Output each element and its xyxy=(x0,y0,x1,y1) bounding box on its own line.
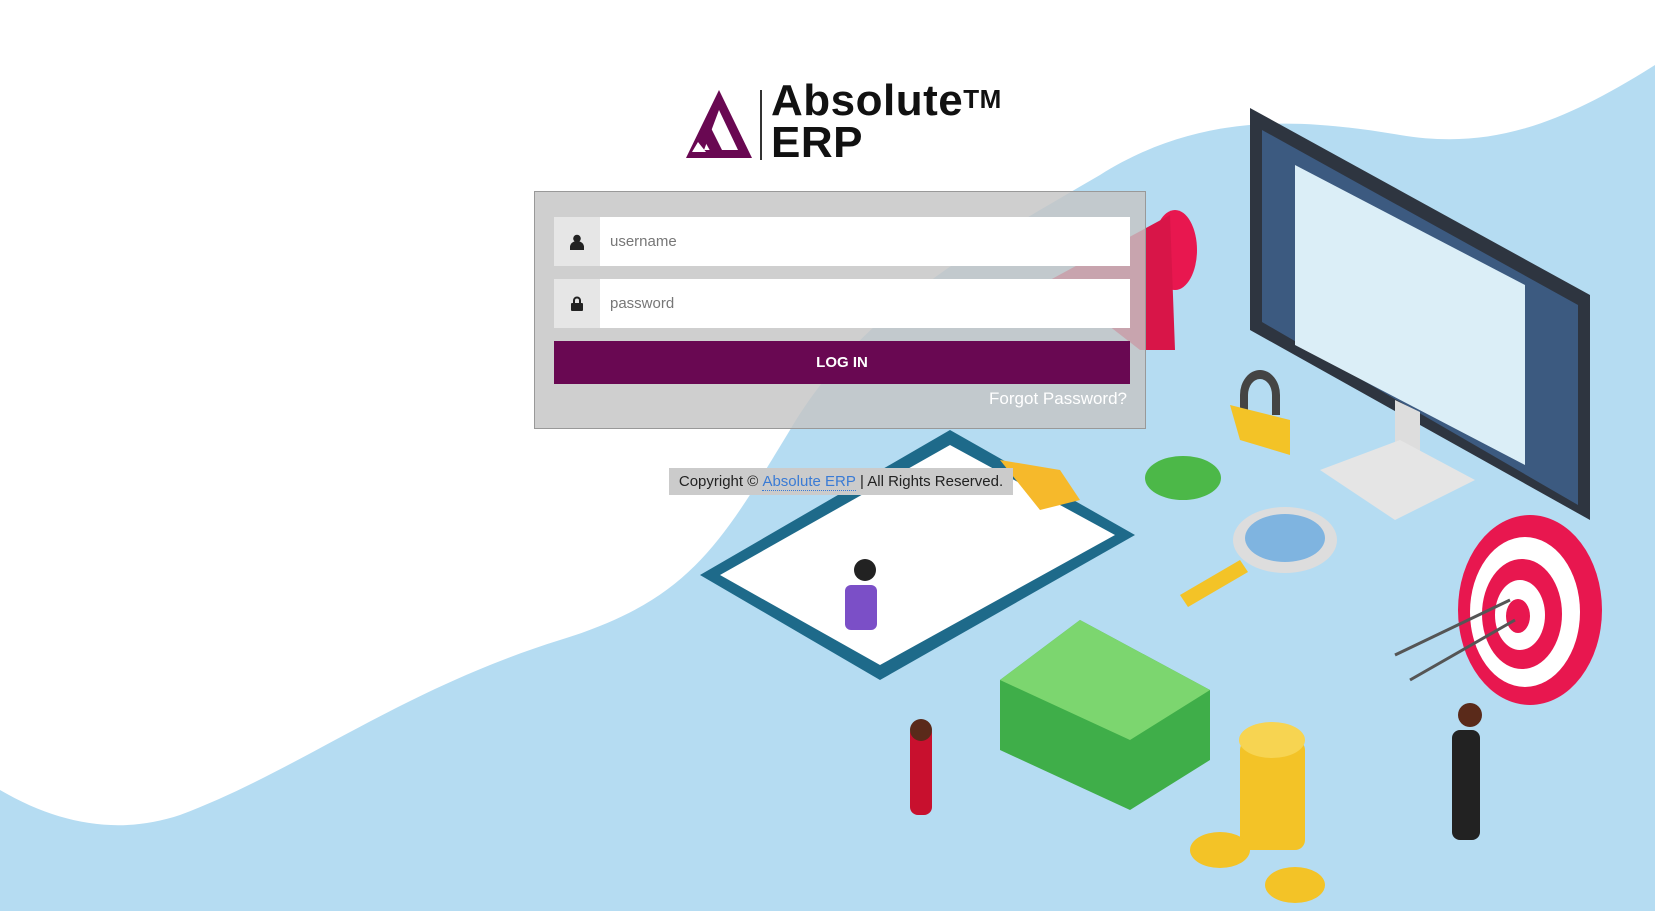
absolute-erp-link[interactable]: Absolute ERP xyxy=(762,472,856,491)
magnifier-illustration xyxy=(1180,507,1337,607)
forgot-password-link[interactable]: Forgot Password? xyxy=(989,389,1127,408)
logo-mark-icon xyxy=(686,90,752,158)
people-illustration xyxy=(845,559,1482,840)
logo-separator xyxy=(760,90,762,160)
username-input[interactable] xyxy=(600,217,1130,266)
copyright-suffix: | All Rights Reserved. xyxy=(855,473,1004,490)
lock-icon xyxy=(554,279,600,328)
username-field-group xyxy=(554,217,1130,266)
monitor-illustration xyxy=(1250,108,1590,520)
money-stack-illustration xyxy=(1000,620,1210,810)
copyright-footer: Copyright © Absolute ERP | All Rights Re… xyxy=(669,468,1013,495)
password-field-group xyxy=(554,279,1130,328)
coins-illustration xyxy=(1190,722,1325,903)
password-input[interactable] xyxy=(600,279,1130,328)
clipboard-illustration xyxy=(700,430,1135,680)
target-illustration xyxy=(1394,515,1602,705)
login-panel: LOG IN Forgot Password? xyxy=(534,191,1146,429)
copyright-prefix: Copyright © xyxy=(678,473,763,490)
login-button[interactable]: LOG IN xyxy=(554,341,1130,384)
cart-badge-illustration xyxy=(1145,456,1221,500)
padlock-illustration xyxy=(1230,370,1290,455)
user-icon xyxy=(554,217,600,266)
